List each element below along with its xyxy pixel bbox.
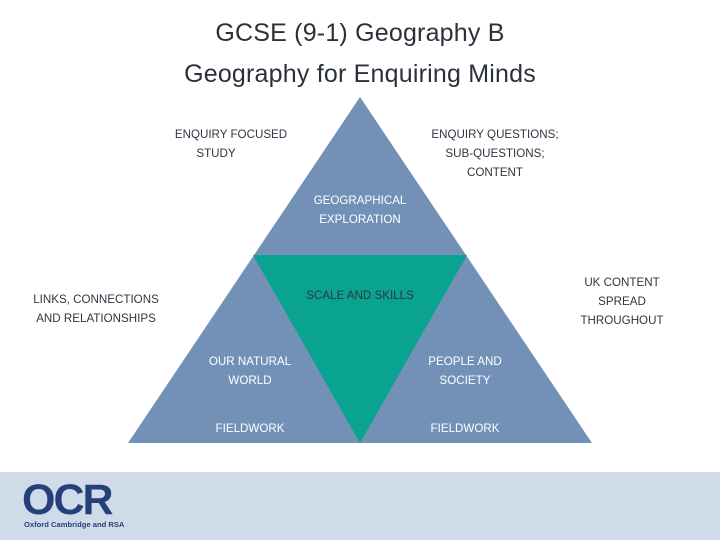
logo-subtitle: Oxford Cambridge and RSA [24, 520, 125, 529]
label-fieldwork-left: FIELDWORK [215, 422, 285, 435]
label-links-connections: LINKS, CONNECTIONS AND RELATIONSHIPS [33, 293, 159, 325]
label-enquiry-questions: ENQUIRY QUESTIONS; SUB-QUESTIONS; CONTEN… [431, 128, 559, 179]
label-our-natural-world: OUR NATURAL WORLD [208, 355, 292, 387]
label-uk-content: UK CONTENT SPREAD THROUGHOUT [580, 276, 664, 327]
label-enquiry-focused-study: ENQUIRY FOCUSED STUDY [174, 128, 288, 160]
center-triangle [253, 255, 467, 443]
logo-text: OCR [22, 476, 114, 524]
label-fieldwork-right: FIELDWORK [430, 422, 500, 435]
page-title: GCSE (9-1) Geography B [215, 19, 505, 47]
label-people-and-society: PEOPLE AND SOCIETY [428, 355, 502, 387]
label-scale-and-skills: SCALE AND SKILLS [306, 289, 414, 302]
footer-band [0, 472, 720, 540]
ocr-logo: OCR Oxford Cambridge and RSA [22, 476, 142, 530]
label-geographical-exploration: GEOGRAPHICAL EXPLORATION [313, 194, 407, 226]
page-subtitle: Geography for Enquiring Minds [184, 60, 536, 88]
